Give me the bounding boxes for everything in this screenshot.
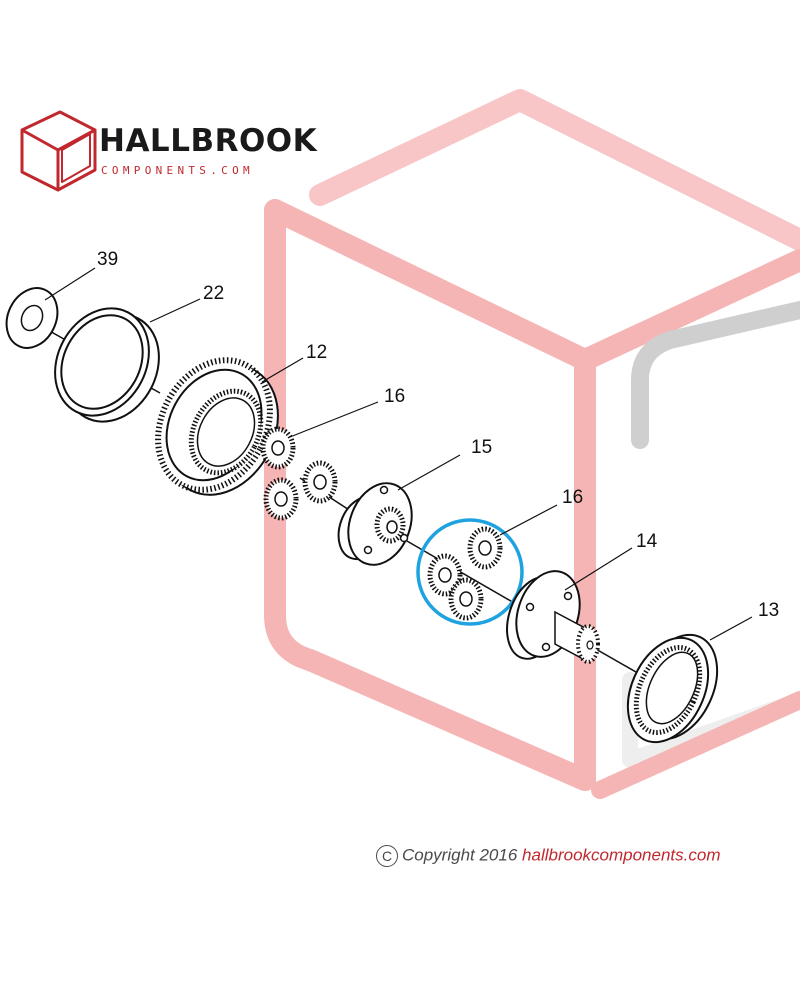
watermark-cube — [264, 89, 800, 799]
label-22: 22 — [203, 283, 224, 304]
part-13-ring-gear[interactable] — [612, 622, 733, 755]
part-15-carrier[interactable] — [330, 474, 422, 573]
label-13: 13 — [758, 600, 779, 621]
cube-logo-icon — [20, 110, 97, 192]
leader-lines — [44, 267, 753, 641]
highlight-circle — [416, 518, 524, 626]
label-15: 15 — [471, 437, 492, 458]
label-16-upper: 16 — [384, 386, 405, 407]
logo-wordmark: HALLBROOK — [99, 123, 318, 159]
planet-gear — [448, 577, 484, 621]
copyright-icon: C — [376, 845, 398, 867]
label-14: 14 — [636, 531, 658, 552]
copyright-text: Copyright 2016 — [402, 845, 518, 865]
label-16-lower: 16 — [562, 487, 583, 508]
planet-gear — [467, 526, 503, 570]
planet-gear — [260, 426, 296, 470]
part-14-output-carrier[interactable] — [497, 563, 600, 666]
part-12-ring-gear[interactable] — [136, 341, 300, 515]
planet-gear — [263, 477, 299, 521]
planet-gear — [427, 553, 463, 597]
part-16-planet-gears-upper[interactable] — [260, 426, 338, 521]
part-22-ring[interactable] — [37, 292, 177, 438]
part-39-washer[interactable] — [0, 280, 67, 356]
copyright-site-link[interactable]: hallbrookcomponents.com — [522, 845, 721, 865]
hallbrook-logo: HALLBROOK COMPONENTS.COM — [20, 110, 318, 192]
label-39: 39 — [97, 249, 118, 270]
part-labels: 39 22 12 16 15 16 14 13 — [97, 249, 779, 621]
part-16-planet-gears-lower[interactable] — [427, 526, 503, 621]
logo-tagline: COMPONENTS.COM — [101, 164, 254, 177]
label-12: 12 — [306, 342, 327, 363]
planet-gear — [302, 460, 338, 504]
